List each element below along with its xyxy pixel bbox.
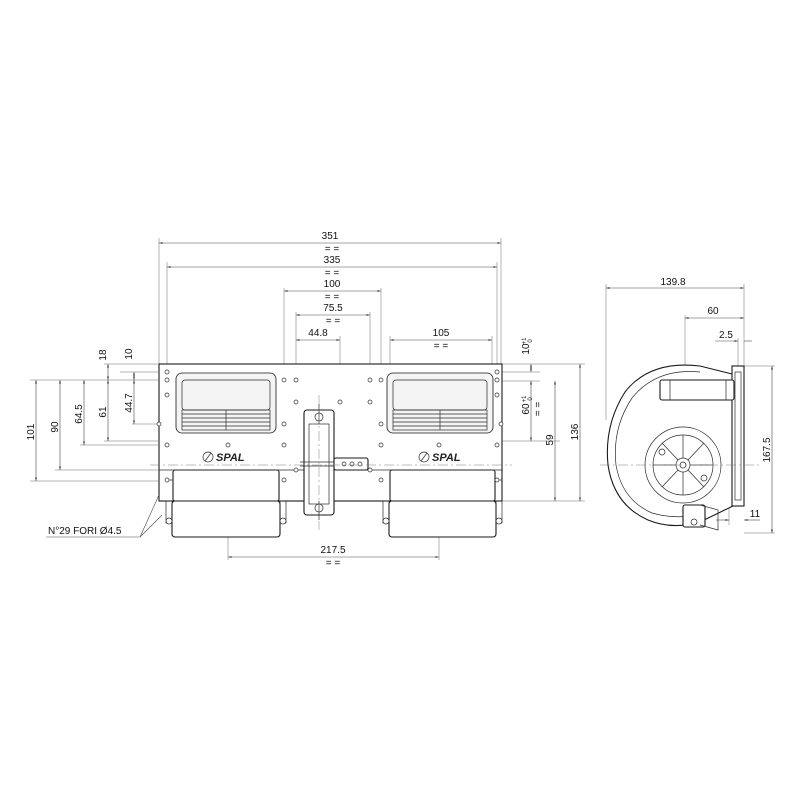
- tol-lower: 0: [528, 397, 534, 401]
- dimension-outlet-width: 105 = =: [390, 328, 492, 352]
- front-view: 351 = = 335 = = 100 = = 75.5 = = 44.8 10…: [26, 231, 585, 569]
- dimension-motor-center: 44.8: [296, 328, 340, 342]
- dim-label-100: 100: [324, 279, 341, 290]
- symmetry-mark: = =: [326, 316, 341, 327]
- blower-side-body: [600, 364, 760, 531]
- holes-note: N°29 FORI Ø4.5: [46, 494, 163, 538]
- symmetry-mark: = =: [434, 341, 449, 352]
- tol-lower: 0: [528, 339, 534, 343]
- dim-label-105: 105: [433, 328, 450, 339]
- tol-upper: +1: [522, 395, 528, 403]
- dim-label-11: 11: [750, 509, 761, 520]
- dim-label-2-5: 2.5: [719, 330, 733, 341]
- left-vertical-dimensions: 101 90 64.5 61 44.7 18 10: [26, 348, 136, 481]
- dimension-overall-width: 351 = =: [159, 231, 501, 255]
- dim-label-18: 18: [98, 349, 109, 361]
- dim-label-44-8: 44.8: [308, 328, 328, 339]
- holes-note-text: N°29 FORI Ø4.5: [48, 526, 122, 537]
- dim-label-44-7: 44.7: [124, 393, 135, 413]
- dim-label-139-8: 139.8: [660, 277, 685, 288]
- dim-label-64-5: 64.5: [74, 404, 85, 424]
- dimension-mount-width: 335 = =: [167, 255, 497, 279]
- dim-label-10-tol: 10: [521, 343, 532, 355]
- symmetry-mark: = =: [326, 558, 341, 569]
- brand-text: SPAL: [432, 452, 461, 464]
- dim-label-136: 136: [570, 423, 581, 440]
- right-impeller-blades: [393, 410, 487, 430]
- dim-label-167-5: 167.5: [762, 437, 773, 462]
- dimension-bottom-span: 217.5 = =: [228, 545, 439, 569]
- dim-label-217-5: 217.5: [320, 545, 345, 556]
- dim-label-59: 59: [545, 434, 556, 446]
- symmetry-mark: = =: [533, 402, 544, 417]
- symmetry-mark: = =: [325, 244, 340, 255]
- side-dimensions: 139.8 60 2.5 167.5 11: [606, 277, 774, 533]
- left-foot: [171, 500, 281, 538]
- spal-logo-right: SPAL: [418, 451, 461, 464]
- left-impeller-blades: [182, 410, 270, 430]
- tol-upper: +1: [522, 337, 528, 345]
- dim-label-90: 90: [50, 421, 61, 433]
- side-view: 139.8 60 2.5 167.5 11: [600, 277, 775, 534]
- blower-front-body: SPAL SPAL: [150, 363, 512, 538]
- side-outlet: [659, 379, 735, 401]
- motor-spokes: [653, 435, 713, 495]
- dim-label-335: 335: [324, 255, 341, 266]
- left-extension-lines: [30, 363, 158, 482]
- dim-label-101: 101: [26, 423, 37, 440]
- dimension-center-span: 100 = =: [284, 279, 381, 303]
- dim-label-60-tol: 60: [521, 403, 532, 415]
- dim-label-75-5: 75.5: [323, 303, 343, 314]
- symmetry-mark: = =: [325, 292, 340, 303]
- brand-text: SPAL: [216, 452, 245, 464]
- mounting-holes: [156, 369, 504, 483]
- dim-label-351: 351: [322, 231, 339, 242]
- right-foot: [388, 500, 497, 538]
- dim-label-10: 10: [124, 348, 135, 360]
- spal-logo-left: SPAL: [202, 451, 245, 464]
- dim-label-60: 60: [707, 306, 719, 317]
- dimension-inner-span: 75.5 = =: [296, 303, 370, 327]
- dim-label-61: 61: [98, 406, 109, 418]
- symmetry-mark: = =: [325, 268, 340, 279]
